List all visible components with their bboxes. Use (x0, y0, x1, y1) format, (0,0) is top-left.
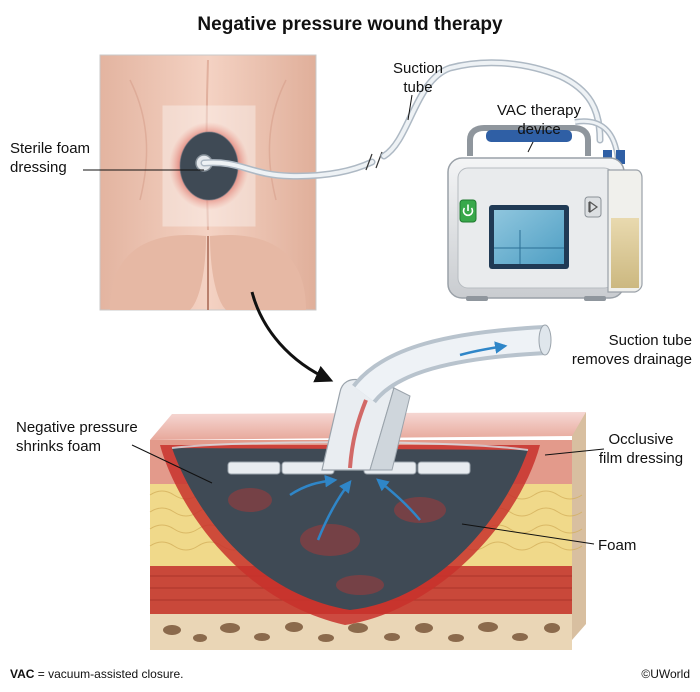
vac-device-label-line2: device (517, 121, 561, 138)
suction-removes-label-line2: removes drainage (571, 351, 692, 368)
negative-pressure-label-line1: Negative pressure (16, 419, 138, 436)
suction-tube-label-line2: tube (403, 79, 433, 96)
play-icon (584, 196, 602, 218)
occlusive-film-label-line2: film dressing (598, 450, 684, 467)
copyright: ©UWorld (641, 667, 690, 681)
occlusive-film-label: Occlusive film dressing (586, 430, 696, 468)
suction-removes-label-line1: Suction tube (608, 332, 692, 349)
footnote-abbr: VAC (10, 667, 35, 681)
power-icon (459, 199, 477, 223)
tissue-cross-section (149, 324, 586, 650)
sterile-foam-label-line2: dressing (10, 159, 67, 176)
suction-tube-label: Suction tube (378, 59, 458, 97)
sterile-foam-label-line1: Sterile foam (10, 140, 91, 157)
suction-tube-label-line1: Suction (392, 60, 444, 77)
footnote-definition: = vacuum-assisted closure. (34, 667, 184, 681)
sterile-foam-label: Sterile foam dressing (10, 139, 110, 177)
vac-device-label-line1: VAC therapy (497, 102, 581, 119)
suction-removes-label: Suction tube removes drainage (520, 331, 692, 369)
negative-pressure-label-line2: shrinks foam (16, 438, 102, 455)
negative-pressure-label: Negative pressure shrinks foam (16, 418, 166, 456)
vac-device (447, 125, 643, 301)
patient-back-panel (99, 54, 317, 311)
occlusive-film-label-line1: Occlusive (608, 431, 674, 448)
foam-label: Foam (598, 537, 637, 554)
vac-device-label: VAC therapy device (484, 101, 594, 139)
footnote: VAC = vacuum-assisted closure. (10, 667, 184, 681)
page-title: Negative pressure wound therapy (197, 14, 503, 35)
